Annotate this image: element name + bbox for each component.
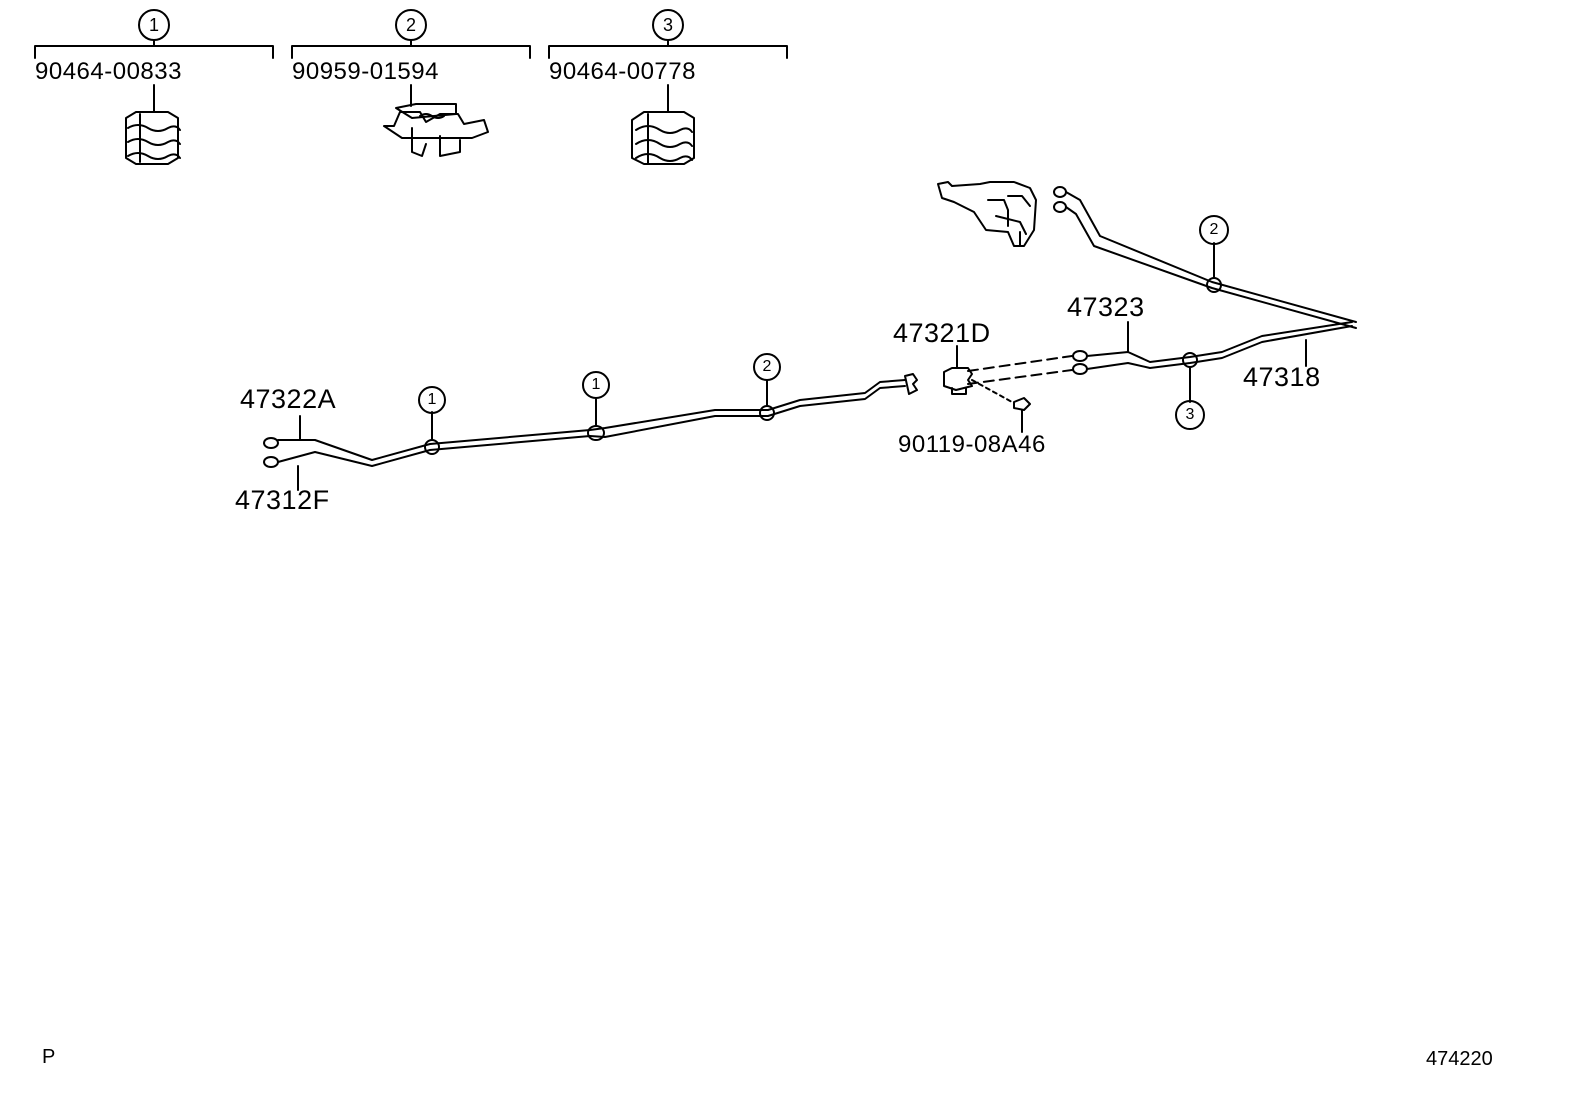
front-brake-tube — [263, 373, 918, 468]
junction-block — [943, 345, 1031, 433]
tube-clamp-2a — [753, 353, 781, 421]
legend-part-number-3: 90464-00778 — [549, 58, 696, 85]
legend-callout-3: 3 — [662, 15, 673, 35]
legend-part-number-2: 90959-01594 — [292, 58, 439, 85]
part-label-47312F: 47312F — [235, 485, 330, 515]
legend-bracket-1 — [34, 9, 274, 59]
callout-number: 2 — [1209, 221, 1219, 238]
callout-number: 2 — [762, 358, 772, 375]
rear-brake-tube-upper — [1053, 186, 1357, 367]
footer-code: P — [42, 1046, 56, 1068]
tube-clamp-3a — [1175, 352, 1205, 430]
rear-brake-tube — [1072, 321, 1353, 375]
callout-number: 1 — [427, 391, 437, 408]
legend-callout-2: 2 — [405, 15, 416, 35]
part-label-47323: 47323 — [1067, 292, 1145, 322]
tube-clamp-1a — [418, 386, 446, 455]
dashed-link-lower — [967, 369, 1073, 385]
dashed-link-upper — [967, 355, 1073, 372]
illustration-ref-number: 474220 — [1426, 1048, 1493, 1070]
legend-bracket-2 — [291, 9, 531, 59]
callout-number: 3 — [1185, 406, 1195, 423]
part-label-90119-08A46: 90119-08A46 — [898, 431, 1046, 458]
part-label-47321D: 47321D — [893, 318, 991, 348]
callout-number: 1 — [591, 376, 601, 393]
legend-part-number-1: 90464-00833 — [35, 58, 182, 85]
clamp-icon-2 — [383, 84, 489, 157]
legend-bracket-3 — [548, 9, 788, 59]
tube-clamp-1b — [582, 371, 610, 441]
part-label-47322A: 47322A — [240, 384, 337, 414]
tube-clamp-2b — [1199, 215, 1229, 293]
mounting-bracket — [937, 181, 1037, 247]
part-label-47318: 47318 — [1243, 362, 1321, 392]
clamp-icon-1 — [125, 84, 181, 165]
clamp-icon-3 — [631, 84, 695, 165]
legend-callout-1: 1 — [148, 15, 159, 35]
